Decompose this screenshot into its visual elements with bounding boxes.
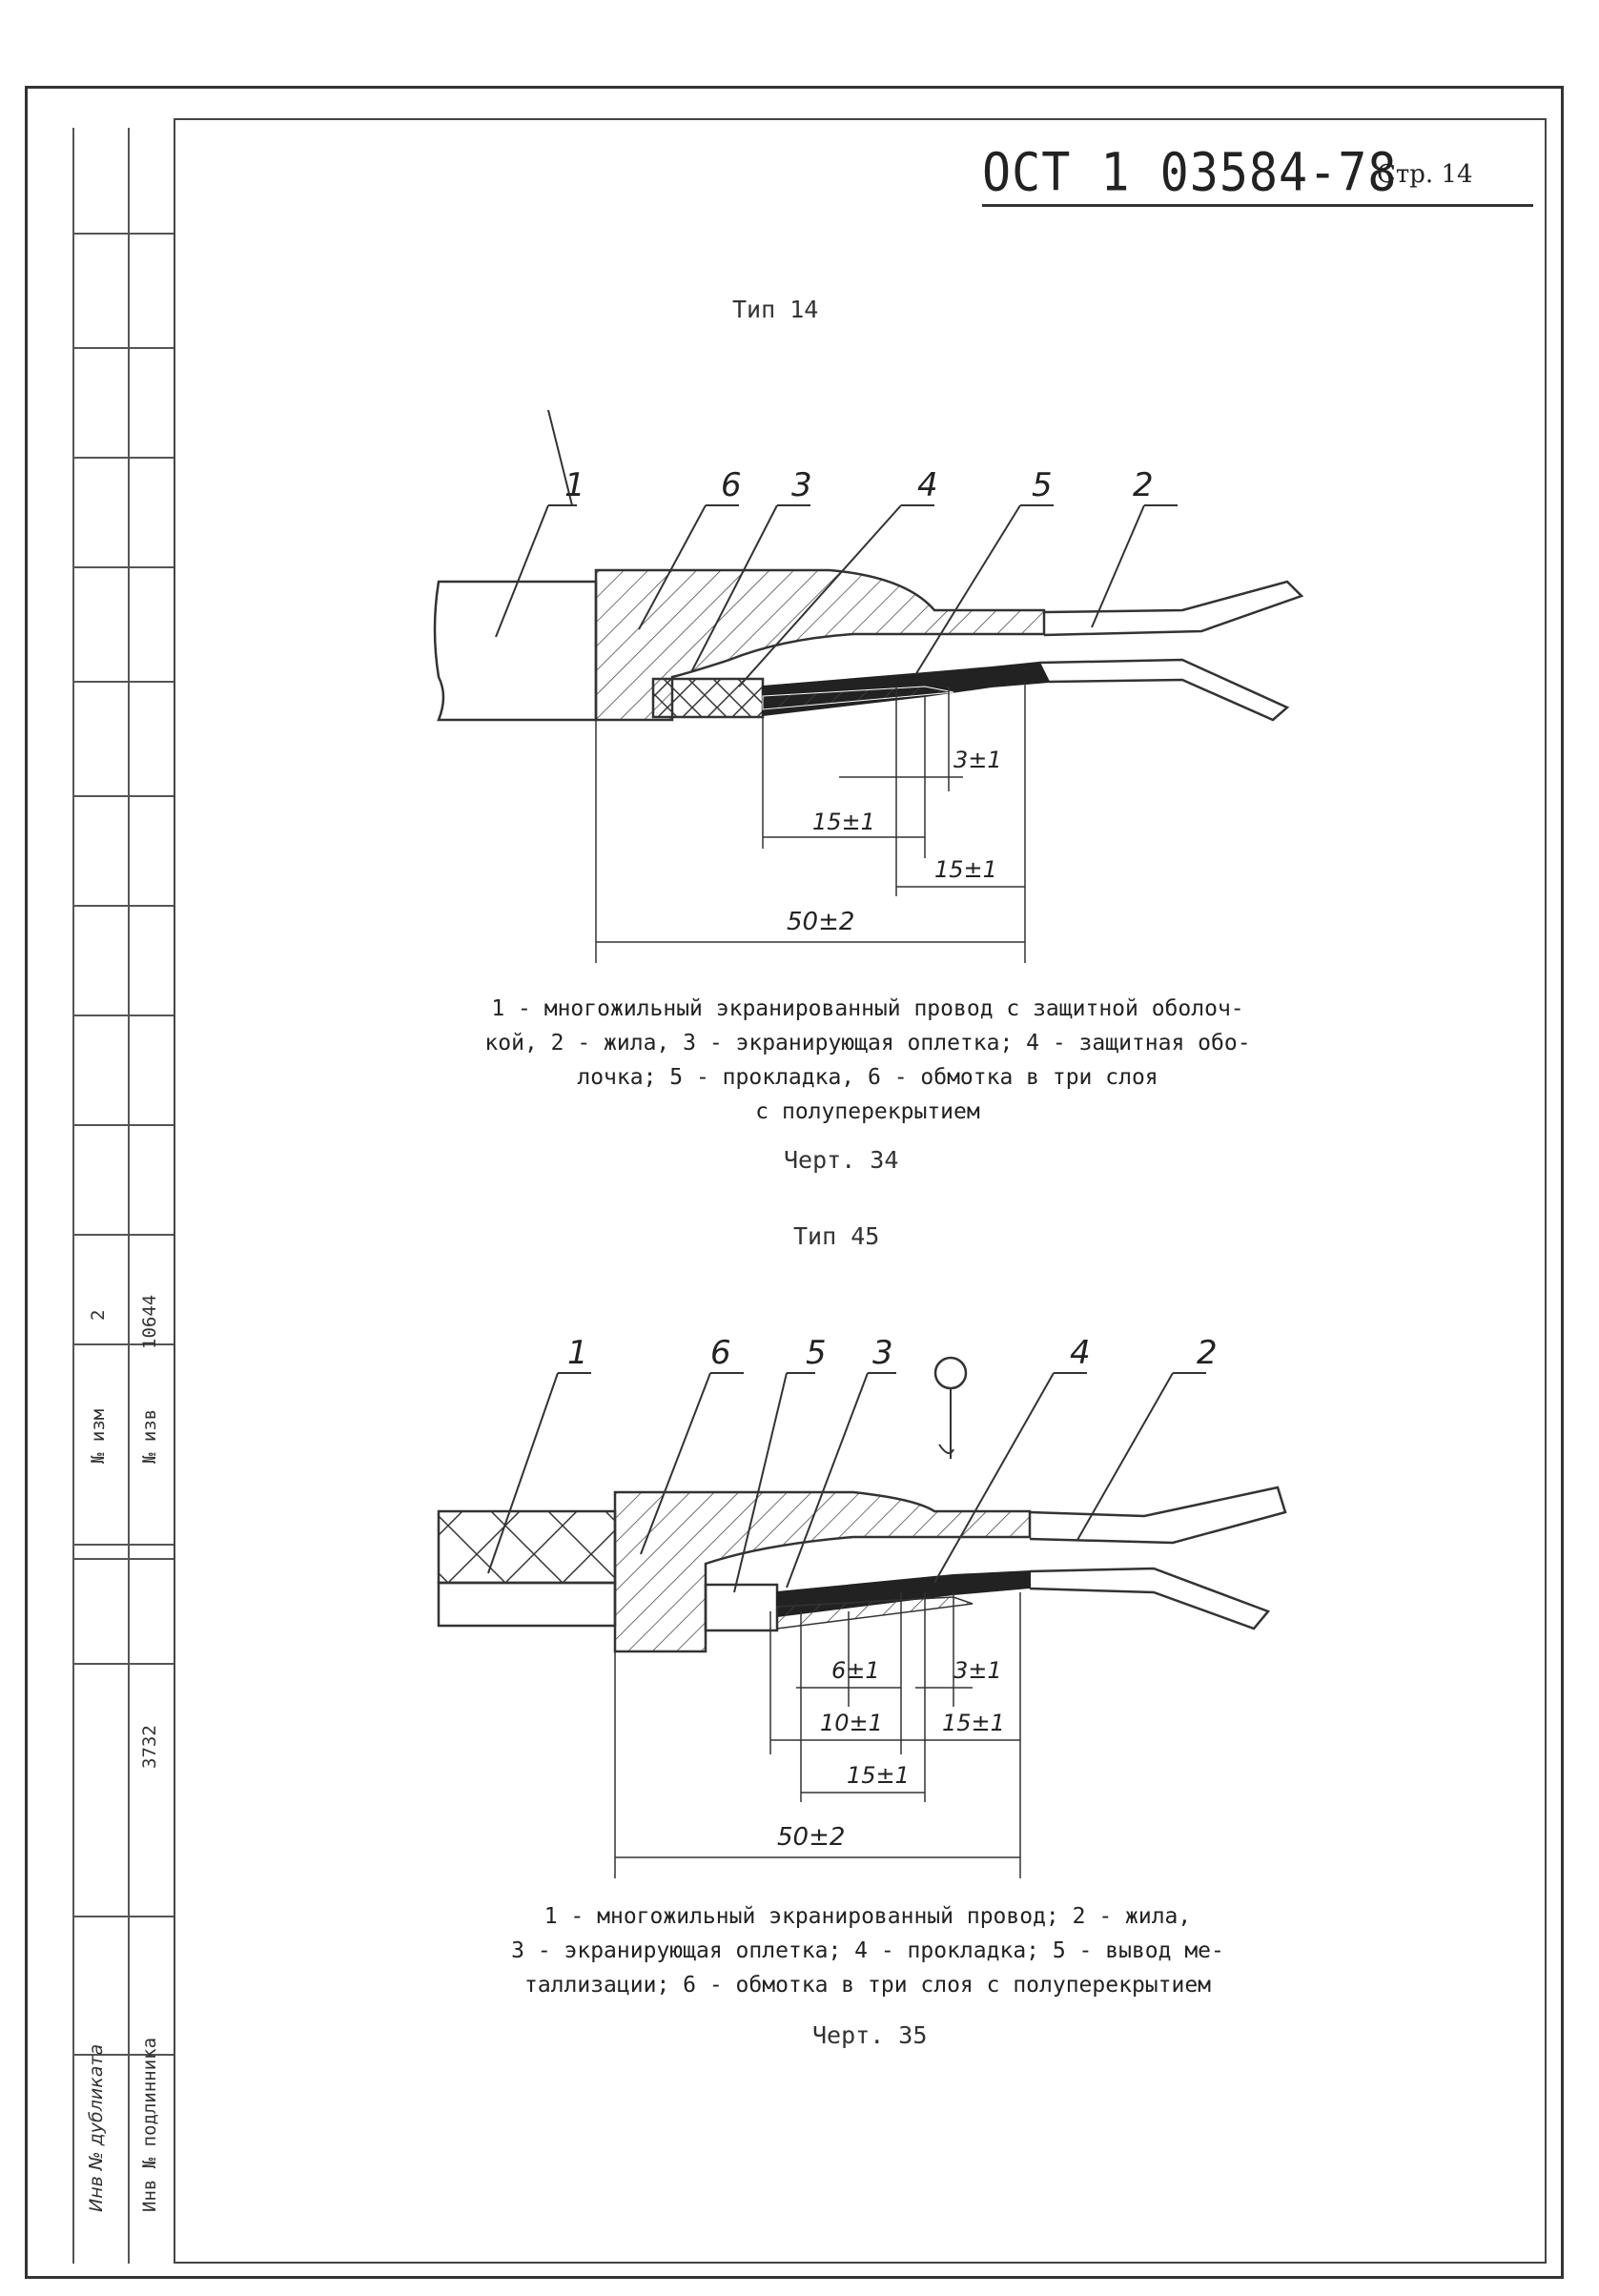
dim-15b: 15±1 bbox=[934, 856, 997, 883]
sheet-border bbox=[25, 86, 1564, 2279]
figure-34-label: Черт. 34 bbox=[784, 1146, 899, 1174]
dim-15a: 15±1 bbox=[942, 1710, 1005, 1736]
type-14-title: Тип 14 bbox=[732, 296, 819, 323]
document-code-underline bbox=[982, 204, 1533, 207]
drawing-34: 1 6 3 4 5 2 3±1 15±1 15±1 50±2 bbox=[433, 410, 1304, 963]
callout-1: 1 bbox=[564, 466, 585, 504]
dim-6: 6±1 bbox=[831, 1657, 880, 1684]
type-45-title: Тип 45 bbox=[793, 1222, 880, 1250]
caption-35: 1 - многожильный экранированный провод; … bbox=[511, 1904, 1224, 1998]
izv-value: 10644 bbox=[139, 1294, 160, 1349]
callout-4: 4 bbox=[1070, 1334, 1091, 1372]
callout-1: 1 bbox=[567, 1334, 588, 1372]
dim-3: 3±1 bbox=[953, 1657, 1002, 1684]
podlinnik-value: 3732 bbox=[139, 1725, 160, 1769]
page-number: Стр. 14 bbox=[1377, 160, 1473, 189]
caption-34: 1 - многожильный экранированный провод с… bbox=[484, 996, 1251, 1124]
callout-5: 5 bbox=[806, 1334, 827, 1372]
inv-podlinnika-label: Инв № подлинника bbox=[139, 2037, 160, 2212]
callout-3: 3 bbox=[791, 466, 812, 504]
callout-6: 6 bbox=[721, 466, 742, 504]
dim-50: 50±2 bbox=[787, 908, 854, 936]
inv-dublikata-label: Инв № дубликата bbox=[86, 2043, 107, 2212]
izm-value: 2 bbox=[88, 1309, 109, 1321]
callout-2: 2 bbox=[1197, 1334, 1218, 1372]
figure-35-label: Черт. 35 bbox=[812, 2021, 928, 2049]
dim-15a: 15±1 bbox=[812, 809, 875, 835]
dim-15b: 15±1 bbox=[847, 1762, 910, 1789]
dim-3: 3±1 bbox=[953, 747, 1002, 773]
side-stamp-strip bbox=[72, 128, 174, 2264]
callout-6: 6 bbox=[710, 1334, 731, 1372]
callout-3: 3 bbox=[872, 1334, 893, 1372]
document-code: ОСТ 1 03584-78 bbox=[982, 142, 1398, 203]
drawing-35: 1 6 5 3 4 2 6±1 3±1 10±1 15±1 15±1 50±2 bbox=[437, 1334, 1287, 1878]
drawing-frame bbox=[174, 118, 1547, 2264]
callout-5: 5 bbox=[1032, 466, 1053, 504]
izv-label: № изв bbox=[139, 1408, 160, 1464]
dim-50: 50±2 bbox=[777, 1823, 845, 1852]
izm-label: № изм bbox=[88, 1408, 109, 1464]
dim-10: 10±1 bbox=[820, 1710, 883, 1736]
callout-2: 2 bbox=[1133, 466, 1154, 504]
callout-4: 4 bbox=[917, 466, 938, 504]
